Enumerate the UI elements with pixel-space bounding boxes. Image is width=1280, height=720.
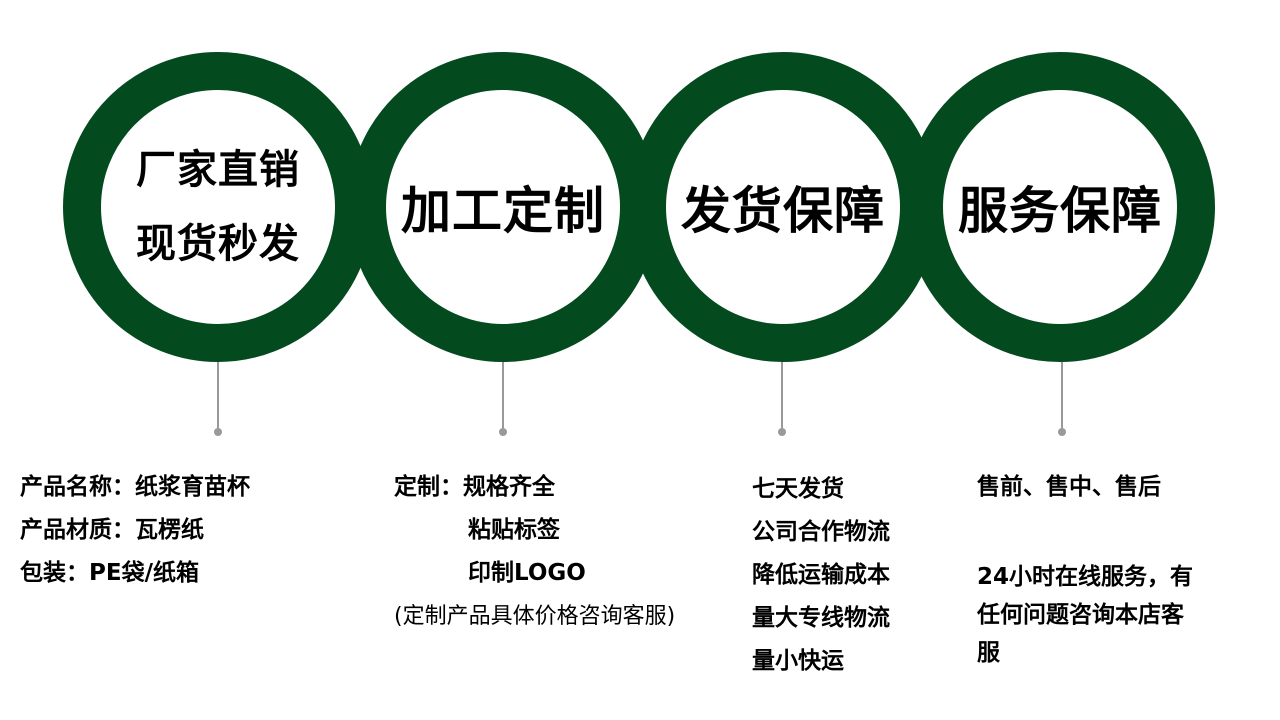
- shipping-item: 量大专线物流: [752, 605, 890, 631]
- circle-text-service: 服务保障: [958, 182, 1162, 240]
- product-material: 产品材质：瓦楞纸: [20, 517, 204, 543]
- service-phases: 售前、售中、售后: [977, 474, 1161, 500]
- feature-circle-factory-direct: 厂家直销 现货秒发: [63, 52, 373, 362]
- feature-circle-shipping: 发货保障: [628, 52, 938, 362]
- shipping-item: 降低运输成本: [752, 562, 890, 588]
- connector-dot-1: [214, 428, 222, 436]
- connector-line-4: [1061, 362, 1063, 432]
- service-detail-line: 24小时在线服务，有: [977, 564, 1194, 590]
- connector-dot-4: [1058, 428, 1066, 436]
- service-detail-line: 服: [977, 640, 1000, 666]
- feature-circle-custom: 加工定制: [348, 52, 658, 362]
- product-info: 产品名称：纸浆育苗杯 产品材质：瓦楞纸 包装：PE袋/纸箱: [20, 466, 250, 595]
- shipping-item: 量小快运: [752, 648, 844, 674]
- custom-info: 定制：规格齐全 粘贴标签 印制LOGO (定制产品具体价格咨询客服): [394, 466, 675, 638]
- circle-text-shipping: 发货保障: [681, 182, 885, 240]
- shipping-info: 七天发货 公司合作物流 降低运输成本 量大专线物流 量小快运: [752, 468, 890, 683]
- connector-line-3: [781, 362, 783, 432]
- shipping-item: 公司合作物流: [752, 519, 890, 545]
- connector-dot-2: [499, 428, 507, 436]
- connector-line-2: [502, 362, 504, 432]
- service-detail-line: 任何问题咨询本店客: [977, 602, 1184, 628]
- product-name: 产品名称：纸浆育苗杯: [20, 474, 250, 500]
- connector-line-1: [217, 362, 219, 432]
- circle-text-custom: 加工定制: [401, 182, 605, 240]
- custom-note: (定制产品具体价格咨询客服): [394, 604, 676, 629]
- custom-specs: 定制：规格齐全: [394, 474, 555, 500]
- shipping-item: 七天发货: [752, 476, 844, 502]
- service-info: 售前、售中、售后 24小时在线服务，有 任何问题咨询本店客 服: [977, 466, 1193, 672]
- circle-text-stock-ship: 现货秒发: [136, 221, 300, 267]
- feature-circle-service: 服务保障: [905, 52, 1215, 362]
- custom-logo: 印制LOGO: [468, 560, 586, 586]
- connector-dot-3: [778, 428, 786, 436]
- product-packaging: 包装：PE袋/纸箱: [20, 560, 199, 586]
- circle-text-factory-direct: 厂家直销: [136, 147, 300, 193]
- custom-label: 粘贴标签: [468, 517, 560, 543]
